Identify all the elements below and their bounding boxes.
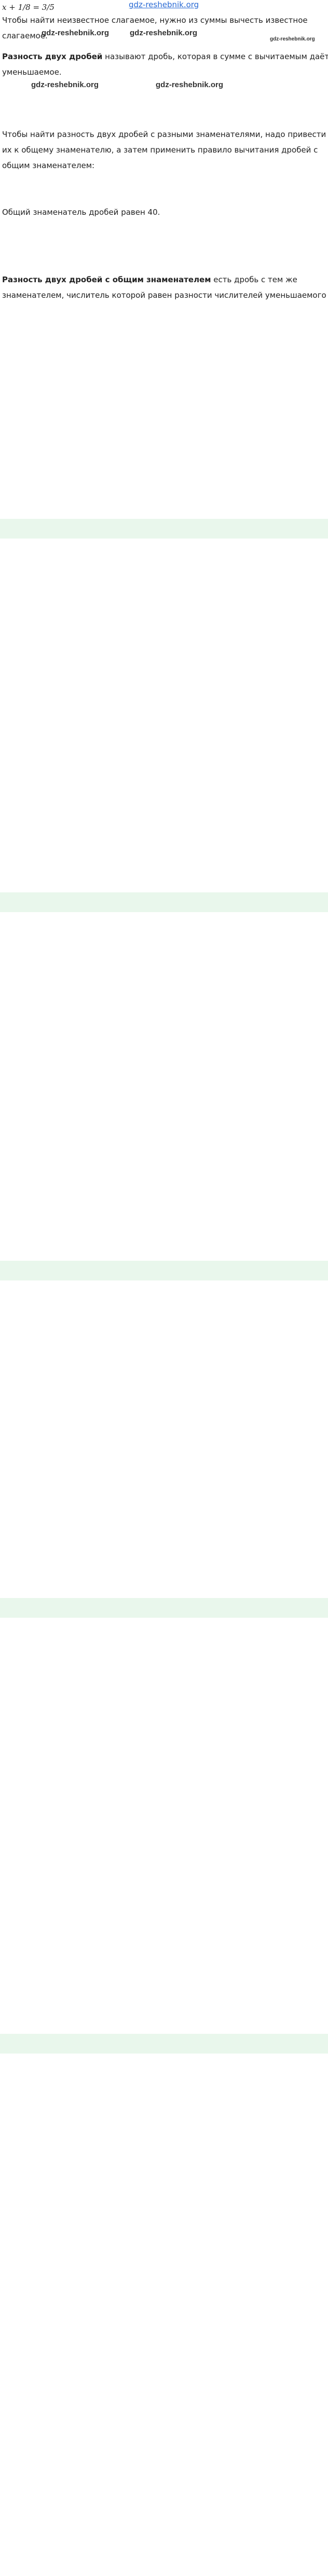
text-line: слагаемое. [2,31,48,40]
answer-highlight [0,1598,328,1618]
answer-highlight [0,892,328,912]
bold-term: Разность двух дробей с общим знаменателе… [2,275,211,284]
watermark: gdz-reshebnik.org [270,36,315,42]
answer-highlight [0,2034,328,2054]
text-line: Чтобы найти неизвестное слагаемое, нужно… [2,16,308,25]
text-line: Чтобы найти разность двух дробей с разны… [2,130,326,139]
text-line: их к общему знаменателю, а затем примени… [2,145,318,155]
text-line: Разность двух дробей с общим знаменателе… [2,275,297,284]
watermark: gdz-reshebnik.org [31,80,99,89]
text-line: знаменателем, числитель которой равен ра… [2,291,326,300]
answer-highlight [0,519,328,539]
answer-highlight [0,1261,328,1280]
bold-term: Разность двух дробей [2,52,103,61]
math-expression: x + 1/8 = 3/5 [2,3,54,12]
text: называют дробь, которая в сумме с вычита… [102,52,328,61]
watermark: gdz-reshebnik.org [42,29,110,37]
watermark: gdz-reshebnik.org [156,80,224,89]
site-link[interactable]: gdz-reshebnik.org [129,0,199,9]
watermark: gdz-reshebnik.org [130,29,198,37]
text-line: Общий знаменатель дробей равен 40. [2,208,160,217]
text-line: уменьшаемое. [2,67,62,77]
text: есть дробь с тем же [211,275,297,284]
text-line: Разность двух дробей называют дробь, кот… [2,52,328,61]
text-line: общим знаменателем: [2,161,95,170]
